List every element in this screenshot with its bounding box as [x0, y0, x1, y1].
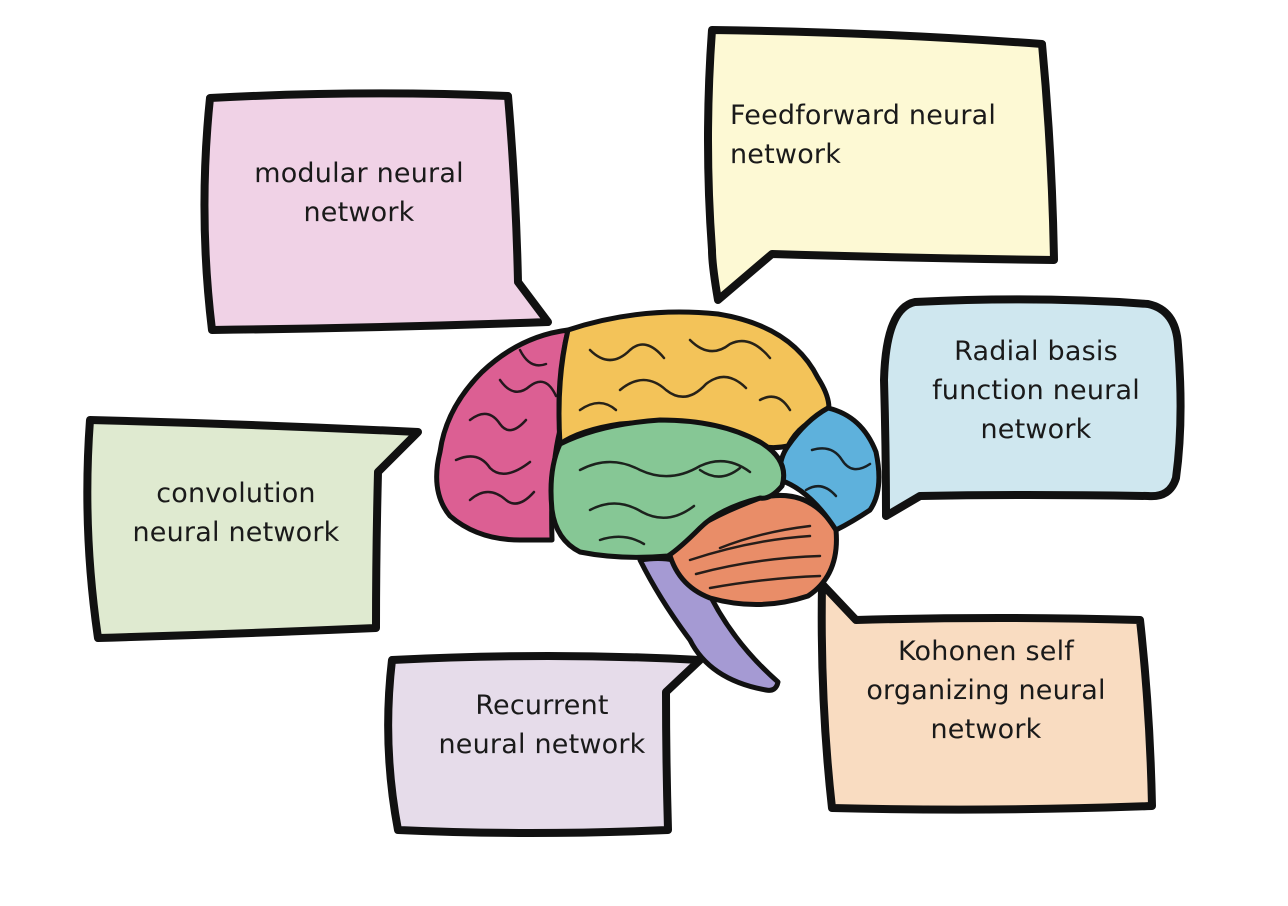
label-radial: Radial basis function neural network — [918, 332, 1154, 449]
brain-illustration — [434, 309, 882, 693]
label-kohonen-line-1: Kohonen self — [897, 636, 1074, 667]
bubble-feedforward — [704, 26, 1058, 304]
brain-occipital-lobe — [777, 405, 882, 533]
label-feedforward-line-2: network — [730, 139, 842, 170]
bubble-convolution — [83, 416, 422, 642]
bubble-modular — [200, 89, 552, 334]
label-feedforward: Feedforward neural network — [730, 96, 1030, 174]
brain-temporal-lobe — [548, 417, 787, 560]
label-kohonen-line-3: network — [930, 714, 1042, 745]
label-recurrent: Recurrent neural network — [424, 686, 660, 764]
bubble-recurrent — [384, 652, 704, 837]
bubble-radial — [880, 295, 1185, 520]
label-radial-line-2: function neural — [932, 375, 1140, 406]
label-recurrent-line-1: Recurrent — [475, 690, 609, 721]
label-convolution: convolution neural network — [118, 474, 354, 552]
label-radial-line-1: Radial basis — [954, 336, 1118, 367]
label-convolution-line-2: neural network — [132, 517, 340, 548]
label-convolution-line-1: convolution — [156, 478, 316, 509]
label-modular: modular neural network — [254, 154, 464, 232]
brain-frontal-lobe — [434, 327, 571, 543]
label-recurrent-line-2: neural network — [438, 729, 646, 760]
label-modular-line-2: network — [303, 197, 415, 228]
label-radial-line-3: network — [980, 414, 1092, 445]
bubble-kohonen — [817, 580, 1156, 814]
label-feedforward-line-1: Feedforward neural — [730, 100, 997, 131]
label-kohonen-line-2: organizing neural — [866, 675, 1106, 706]
label-modular-line-1: modular neural — [254, 158, 464, 189]
label-kohonen: Kohonen self organizing neural network — [852, 632, 1120, 749]
